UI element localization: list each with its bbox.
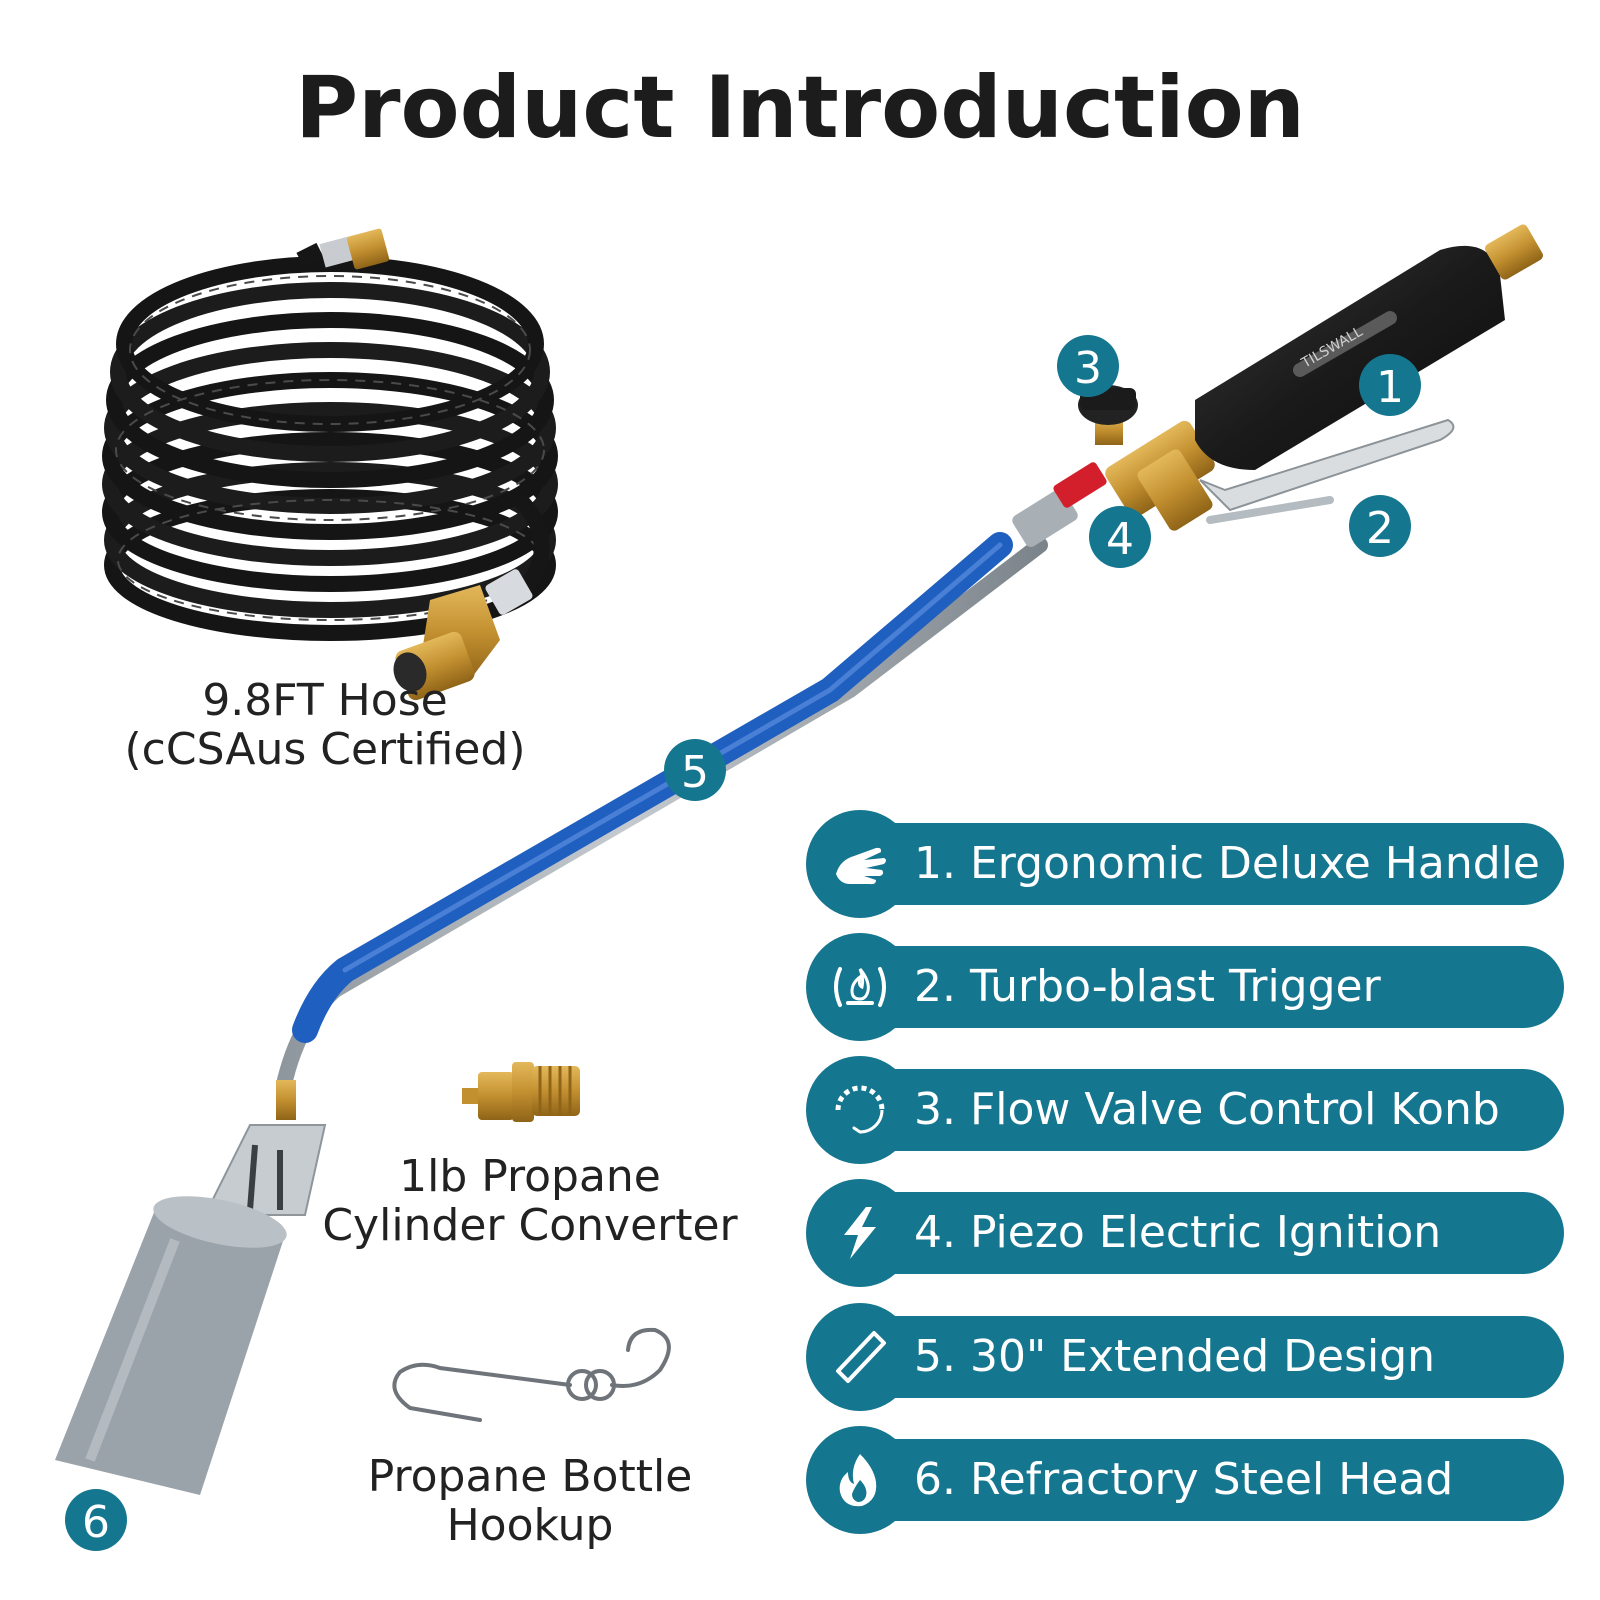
feature-item-handle: 1. Ergonomic Deluxe Handle [806, 810, 1564, 918]
svg-text:4: 4 [1106, 514, 1134, 565]
feature-label: 6. Refractory Steel Head [914, 1454, 1454, 1505]
feature-item-ignition: 4. Piezo Electric Ignition [806, 1179, 1564, 1287]
feature-item-valve: 3. Flow Valve Control Konb [806, 1056, 1564, 1164]
feature-item-extended: 5. 30" Extended Design [806, 1303, 1564, 1411]
feature-icon-holder [806, 1179, 914, 1287]
badge-1: 1 [1359, 354, 1421, 416]
hose-label-line2: (cCSAus Certified) [124, 724, 526, 776]
flame-burst-icon [834, 967, 886, 1007]
torch-wand: TILSWALL [55, 224, 1543, 1495]
rod-icon [836, 1331, 886, 1383]
badge-2: 2 [1349, 495, 1411, 557]
feature-icon-holder [806, 1426, 914, 1534]
feature-label: 1. Ergonomic Deluxe Handle [914, 838, 1540, 889]
propane-bottle-hookup [392, 1327, 671, 1422]
converter-label: 1lb Propane Cylinder Converter [320, 1152, 740, 1251]
feature-icon-holder [806, 810, 914, 918]
hose-label-line1: 9.8FT Hose [202, 675, 448, 726]
hookup-label: Propane Bottle Hookup [350, 1452, 710, 1551]
feature-item-trigger: 2. Turbo-blast Trigger [806, 933, 1564, 1041]
badge-6: 6 [65, 1489, 127, 1551]
feature-label: 2. Turbo-blast Trigger [914, 961, 1381, 1012]
hookup-label-line2: Hookup [446, 1500, 614, 1552]
feature-icon-holder [806, 1056, 914, 1164]
converter-label-line2: Cylinder Converter [322, 1200, 738, 1252]
feature-label: 4. Piezo Electric Ignition [914, 1207, 1442, 1258]
page-title: Product Introduction [295, 58, 1305, 158]
svg-text:1: 1 [1376, 362, 1404, 413]
dial-icon [835, 1085, 885, 1134]
feature-label: 3. Flow Valve Control Konb [914, 1084, 1500, 1135]
svg-text:5: 5 [681, 747, 709, 798]
hookup-label-line1: Propane Bottle [367, 1451, 693, 1502]
svg-text:3: 3 [1074, 343, 1102, 394]
badge-4: 4 [1089, 506, 1151, 568]
hose-label: 9.8FT Hose (cCSAus Certified) [120, 676, 530, 775]
propane-converter [462, 1062, 580, 1122]
svg-text:2: 2 [1366, 503, 1394, 554]
lightning-icon [844, 1207, 876, 1259]
svg-text:6: 6 [82, 1497, 110, 1548]
fire-icon [839, 1454, 877, 1507]
badge-5: 5 [664, 739, 726, 801]
feature-icon-holder [806, 933, 914, 1041]
feature-label: 5. 30" Extended Design [914, 1331, 1436, 1382]
coiled-hose [102, 228, 558, 701]
feature-item-head: 6. Refractory Steel Head [806, 1426, 1564, 1534]
hand-icon [836, 847, 886, 885]
badge-3: 3 [1057, 335, 1119, 397]
feature-icon-holder [806, 1303, 914, 1411]
converter-label-line1: 1lb Propane [399, 1151, 661, 1202]
